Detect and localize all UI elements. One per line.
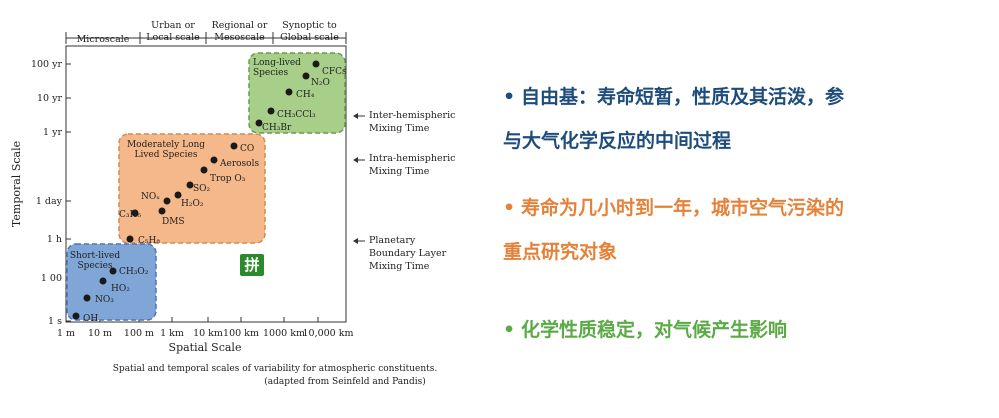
group-box-short (66, 243, 157, 321)
group-label: Species (77, 261, 112, 271)
species-label: Aerosols (219, 159, 259, 169)
x-tick-label: 1000 km (263, 328, 305, 339)
species-dot (210, 156, 218, 164)
annotation-label: Inter-hemispheric (369, 110, 455, 121)
species-label: C₅H₈ (138, 236, 160, 246)
bullet-text: 重点研究对象 (503, 241, 618, 263)
y-tick-label: 1 s (48, 316, 62, 327)
species-label: SO₂ (193, 184, 211, 194)
bullet-moderate-cont: 重点研究对象 (503, 227, 617, 277)
y-tick-label: 1 yr (43, 127, 62, 138)
annotation-arrowhead (353, 238, 358, 244)
annotation-label: Mixing Time (369, 123, 430, 134)
species-dot (302, 72, 310, 80)
species-dot (131, 209, 139, 217)
header-label: Global scale (280, 32, 339, 43)
species-dot (230, 142, 238, 150)
bullet-radicals-cont: 与大气化学反应的中间过程 (503, 116, 731, 166)
bullet-text: 化学性质稳定，对气候产生影响 (521, 319, 788, 341)
annotation-label: Mixing Time (369, 261, 430, 272)
bullet-dot: • (503, 319, 516, 341)
species-dot (255, 119, 263, 127)
y-tick-label: 10 yr (37, 93, 62, 104)
species-label: CH₃CCl₃ (277, 110, 316, 120)
bullet-stable: •化学性质稳定，对气候产生影响 (503, 305, 787, 355)
species-label: NO₃ (95, 295, 114, 305)
annotation-arrowhead (353, 113, 358, 119)
annotation-arrowhead (353, 157, 358, 163)
y-tick-label: 100 yr (31, 59, 63, 70)
species-label: DMS (162, 217, 185, 227)
group-box-moderate (118, 133, 266, 244)
y-axis-label: Temporal Scale (10, 141, 23, 227)
species-label: CO (240, 144, 254, 154)
species-label: CH₃Br (262, 123, 292, 133)
group-label: Moderately Long (127, 140, 205, 150)
species-label: N₂O (311, 78, 330, 88)
bullet-radicals: •自由基：寿命短暂，性质及其活泼，参 (503, 72, 844, 122)
group-label: Species (253, 68, 288, 78)
species-label: NOₓ (141, 192, 160, 202)
bullet-text: 寿命为几小时到一年，城市空气污染的 (521, 197, 845, 219)
y-tick-label: 1 00 (41, 273, 62, 284)
bullet-dot: • (503, 197, 516, 219)
bullet-text: 与大气化学反应的中间过程 (503, 130, 732, 152)
figure-caption: Spatial and temporal scales of variabili… (113, 364, 438, 374)
species-label: H₂O₂ (181, 199, 204, 209)
species-dot (83, 294, 91, 302)
species-dot (174, 191, 182, 199)
species-dot (99, 277, 107, 285)
bullet-dot: • (503, 86, 516, 108)
header-label: Urban or (151, 20, 195, 31)
species-label: HO₂ (111, 284, 130, 294)
x-tick-label: 100 m (124, 328, 154, 339)
annotation-label: Intra-hemispheric (369, 153, 456, 164)
species-dot (267, 107, 275, 115)
x-tick-label: 1 km (160, 328, 184, 339)
annotation-label: Mixing Time (369, 166, 430, 177)
species-dot (109, 267, 117, 275)
group-label: Short-lived (70, 251, 121, 261)
plot-frame (65, 45, 347, 323)
species-label: CH₃O₂ (119, 267, 149, 277)
x-tick-label: 10,000 km (302, 328, 353, 339)
header-label: Mesoscale (214, 32, 265, 43)
x-tick-label: 100 km (223, 328, 259, 339)
x-tick-label: 10 m (88, 328, 112, 339)
species-label: OH (83, 314, 98, 324)
species-dot (158, 207, 166, 215)
species-label: CFCs (322, 67, 347, 77)
species-dot (200, 166, 208, 174)
group-label: Long-lived (253, 58, 301, 68)
species-dot (285, 88, 293, 96)
header-label: Regional or (212, 20, 268, 31)
species-dot (312, 60, 320, 68)
species-label: Trop O₃ (210, 174, 246, 184)
header-label: Local scale (146, 32, 200, 43)
x-tick-label: 10 km (193, 328, 223, 339)
pin-badge[interactable]: 拼 (240, 254, 264, 276)
x-tick-label: 1 m (57, 328, 75, 339)
y-tick-label: 1 h (47, 234, 62, 245)
bullet-text: 自由基：寿命短暂，性质及其活泼，参 (521, 86, 845, 108)
header-label: Microscale (77, 34, 130, 45)
species-dot (126, 235, 134, 243)
species-label: CH₄ (296, 90, 315, 100)
species-dot (186, 181, 194, 189)
x-axis-label: Spatial Scale (169, 341, 242, 354)
header-label: Synoptic to (282, 20, 337, 31)
figure-caption-source: (adapted from Seinfeld and Pandis) (264, 376, 425, 387)
species-dot (72, 312, 80, 320)
annotation-label: Planetary (369, 235, 416, 246)
species-dot (163, 197, 171, 205)
species-label: C₃H₆ (119, 210, 141, 220)
bullet-moderate: •寿命为几小时到一年，城市空气污染的 (503, 183, 844, 233)
annotation-label: Boundary Layer (369, 248, 447, 259)
group-label: Lived Species (134, 150, 197, 160)
y-tick-label: 1 day (36, 196, 63, 207)
